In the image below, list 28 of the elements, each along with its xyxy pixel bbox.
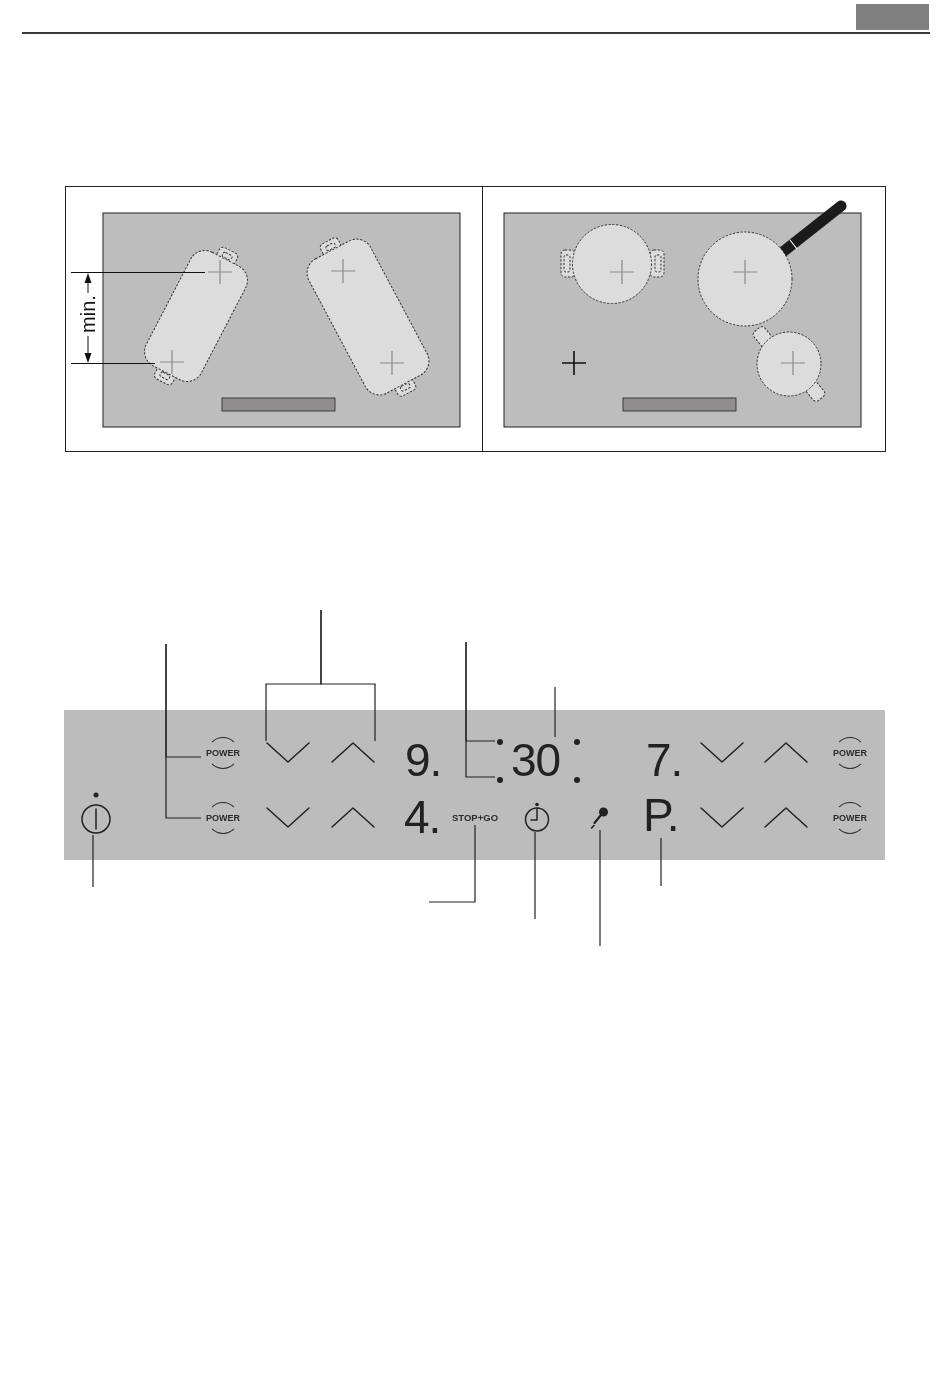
leader-line bbox=[92, 834, 94, 888]
time-display: 30 bbox=[511, 737, 561, 783]
digit-display: 9. bbox=[405, 737, 442, 783]
control-label: STOP+GO bbox=[452, 811, 499, 825]
on-off-icon bbox=[80, 791, 112, 835]
digit-display: P. bbox=[643, 792, 679, 838]
chevron-down-icon bbox=[264, 741, 312, 764]
leader-line bbox=[660, 837, 662, 887]
leader-line bbox=[599, 829, 601, 947]
chevron-up-icon bbox=[329, 741, 377, 764]
control-panel bbox=[64, 710, 885, 860]
indicator-dot-icon bbox=[495, 737, 505, 747]
digit-display: 4. bbox=[404, 794, 441, 840]
leader-line bbox=[428, 824, 476, 903]
key-icon bbox=[589, 806, 609, 830]
indicator-dot-icon bbox=[495, 775, 505, 785]
leader-line bbox=[320, 609, 376, 742]
digit-display: 7. bbox=[646, 737, 683, 783]
power-button: POWER bbox=[201, 802, 245, 834]
leader-line bbox=[165, 643, 202, 819]
leader-line bbox=[554, 686, 556, 738]
leader-line bbox=[465, 641, 496, 778]
leader-line bbox=[534, 831, 536, 920]
power-button: POWER bbox=[828, 737, 872, 769]
dimension-label: min. bbox=[77, 295, 98, 333]
power-button: POWER bbox=[201, 737, 245, 769]
clock-icon bbox=[524, 802, 550, 832]
power-button: POWER bbox=[828, 802, 872, 834]
